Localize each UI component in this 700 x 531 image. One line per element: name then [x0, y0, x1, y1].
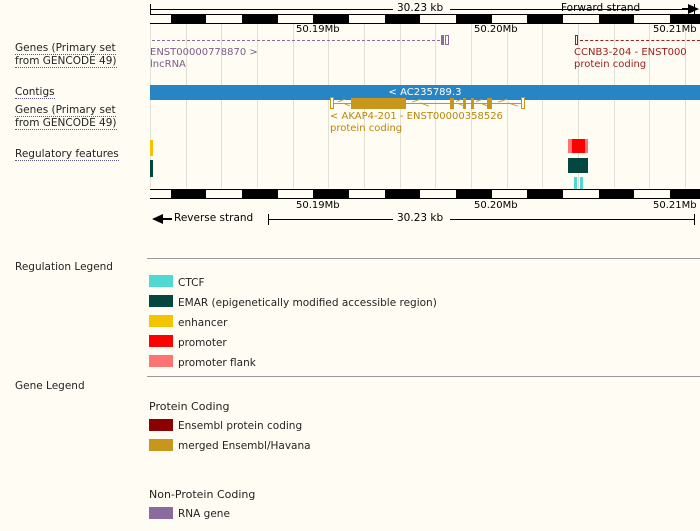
tick-label: 50.19Mb — [296, 24, 340, 35]
akap4-label-line2: protein coding — [330, 123, 403, 134]
swatch-merged-ensembl-havana — [149, 439, 173, 451]
gridline — [328, 22, 329, 188]
regulation-legend-divider — [147, 258, 700, 259]
reverse-strand-arrow-icon — [152, 214, 163, 224]
akap4-exon[interactable] — [471, 98, 474, 109]
swatch-rna-gene — [149, 507, 173, 519]
sidebar-item-regulatory-features[interactable]: Regulatory features — [15, 148, 147, 161]
swatch-ensembl-protein-coding — [149, 419, 173, 431]
swatch-ctcf — [149, 275, 173, 287]
gridline — [542, 22, 543, 188]
lncrna-label-line2: lncRNA — [150, 59, 186, 70]
bottom-ruler-bar[interactable] — [150, 189, 700, 199]
lncrna-feature-block[interactable] — [441, 35, 444, 45]
legend-label-emar: EMAR (epigenetically modified accessible… — [178, 297, 437, 309]
contig-bar[interactable]: < AC235789.3 — [150, 85, 700, 100]
legend-label-promoter-flank: promoter flank — [178, 357, 256, 369]
ccnb3-label-line1[interactable]: CCNB3-204 - ENST000 — [574, 47, 687, 58]
scale-length-label: 30.23 kb — [397, 2, 444, 14]
gridline — [186, 22, 187, 188]
akap4-exon[interactable] — [450, 98, 454, 109]
top-ruler-bar[interactable] — [150, 14, 700, 24]
gridline — [293, 22, 294, 188]
sidebar-label-line1: Regulatory features — [15, 148, 119, 161]
legend-label-enhancer: enhancer — [178, 317, 228, 329]
ccnb3-feature-block[interactable] — [575, 35, 578, 45]
akap4-exon-utr-right[interactable] — [330, 97, 334, 109]
gridline — [649, 22, 650, 188]
forward-strand-label: Forward strand — [561, 2, 641, 14]
ccnb3-dash-line — [580, 40, 700, 41]
top-tick-labels: 50.19Mb 50.20Mb 50.21Mb — [150, 24, 700, 35]
sidebar-label-line2: from GENCODE 49) — [15, 55, 117, 68]
sidebar-item-contigs[interactable]: Contigs — [15, 86, 147, 99]
legend-label-rna-gene: RNA gene — [178, 508, 230, 520]
track-canvas: 30.23 kb Forward strand 50.19Mb 50.20Mb … — [150, 0, 700, 232]
regulatory-promoter[interactable] — [572, 139, 585, 153]
lncrna-feature-utr[interactable] — [445, 35, 449, 45]
sidebar-label-line1: Contigs — [15, 86, 55, 99]
akap4-strand-chevron — [456, 98, 461, 103]
tick-label: 50.20Mb — [474, 200, 518, 211]
akap4-exon[interactable] — [487, 98, 492, 109]
reverse-strand-label: Reverse strand — [174, 212, 254, 224]
reverse-strand-arrow-stem — [162, 218, 172, 220]
contig-label: < AC235789.3 — [388, 87, 462, 98]
tick-label: 50.21Mb — [653, 24, 697, 35]
regulatory-ctcf-b[interactable] — [580, 177, 583, 189]
regulatory-emar-left[interactable] — [150, 160, 153, 177]
gridline — [685, 22, 686, 188]
gene-legend-title: Gene Legend — [15, 380, 85, 392]
regulatory-ctcf-a[interactable] — [574, 177, 577, 189]
akap4-intron-line — [332, 103, 524, 104]
lncrna-label-line1[interactable]: ENST00000778870 > — [150, 47, 258, 58]
sidebar-item-genes-forward[interactable]: Genes (Primary set from GENCODE 49) — [15, 42, 147, 68]
sidebar-label-line2: from GENCODE 49) — [15, 117, 117, 130]
gridline — [614, 22, 615, 188]
gene-legend-heading-protein-coding: Protein Coding — [149, 400, 230, 413]
gridline — [150, 22, 151, 188]
lncrna-dash-line — [152, 40, 440, 41]
akap4-exon-utr-left[interactable] — [521, 97, 525, 109]
ccnb3-label-line2: protein coding — [574, 59, 647, 70]
sidebar-item-genes-reverse[interactable]: Genes (Primary set from GENCODE 49) — [15, 104, 147, 130]
gene-legend-divider — [147, 376, 700, 377]
swatch-promoter — [149, 335, 173, 347]
akap4-label-line1[interactable]: < AKAP4-201 - ENST00000358526 — [330, 111, 503, 122]
bottom-tick-labels: 50.19Mb 50.20Mb 50.21Mb — [150, 200, 700, 211]
regulatory-promoter-flank-b[interactable] — [585, 139, 588, 153]
regulatory-enhancer-left[interactable] — [150, 140, 153, 156]
gene-legend-heading-non-protein-coding: Non-Protein Coding — [149, 488, 256, 501]
regulatory-emar[interactable] — [568, 158, 588, 173]
akap4-exon[interactable] — [463, 98, 466, 109]
akap4-exon[interactable] — [351, 98, 406, 109]
gridline — [507, 22, 508, 188]
swatch-promoter-flank — [149, 355, 173, 367]
sidebar-label-line1: Genes (Primary set — [15, 42, 116, 55]
regulation-legend-title: Regulation Legend — [15, 261, 113, 273]
swatch-enhancer — [149, 315, 173, 327]
gridline — [221, 22, 222, 188]
legend-label-ensembl-protein-coding: Ensembl protein coding — [178, 420, 303, 432]
legend-label-promoter: promoter — [178, 337, 227, 349]
sidebar-label-line1: Genes (Primary set — [15, 104, 116, 117]
gridline — [435, 22, 436, 188]
gridline — [578, 22, 579, 188]
tick-label: 50.19Mb — [296, 200, 340, 211]
bottom-scale-length-label: 30.23 kb — [397, 212, 444, 224]
bottom-scale-line: 30.23 kb — [150, 212, 700, 226]
swatch-emar — [149, 295, 173, 307]
gridline — [257, 22, 258, 188]
regulatory-promoter-flank-a[interactable] — [568, 139, 572, 153]
forward-strand-arrow-icon — [688, 4, 699, 14]
tick-label: 50.20Mb — [474, 24, 518, 35]
legend-label-ctcf: CTCF — [178, 277, 205, 289]
tick-label: 50.21Mb — [653, 200, 697, 211]
legend-label-merged-ensembl-havana: merged Ensembl/Havana — [178, 440, 311, 452]
